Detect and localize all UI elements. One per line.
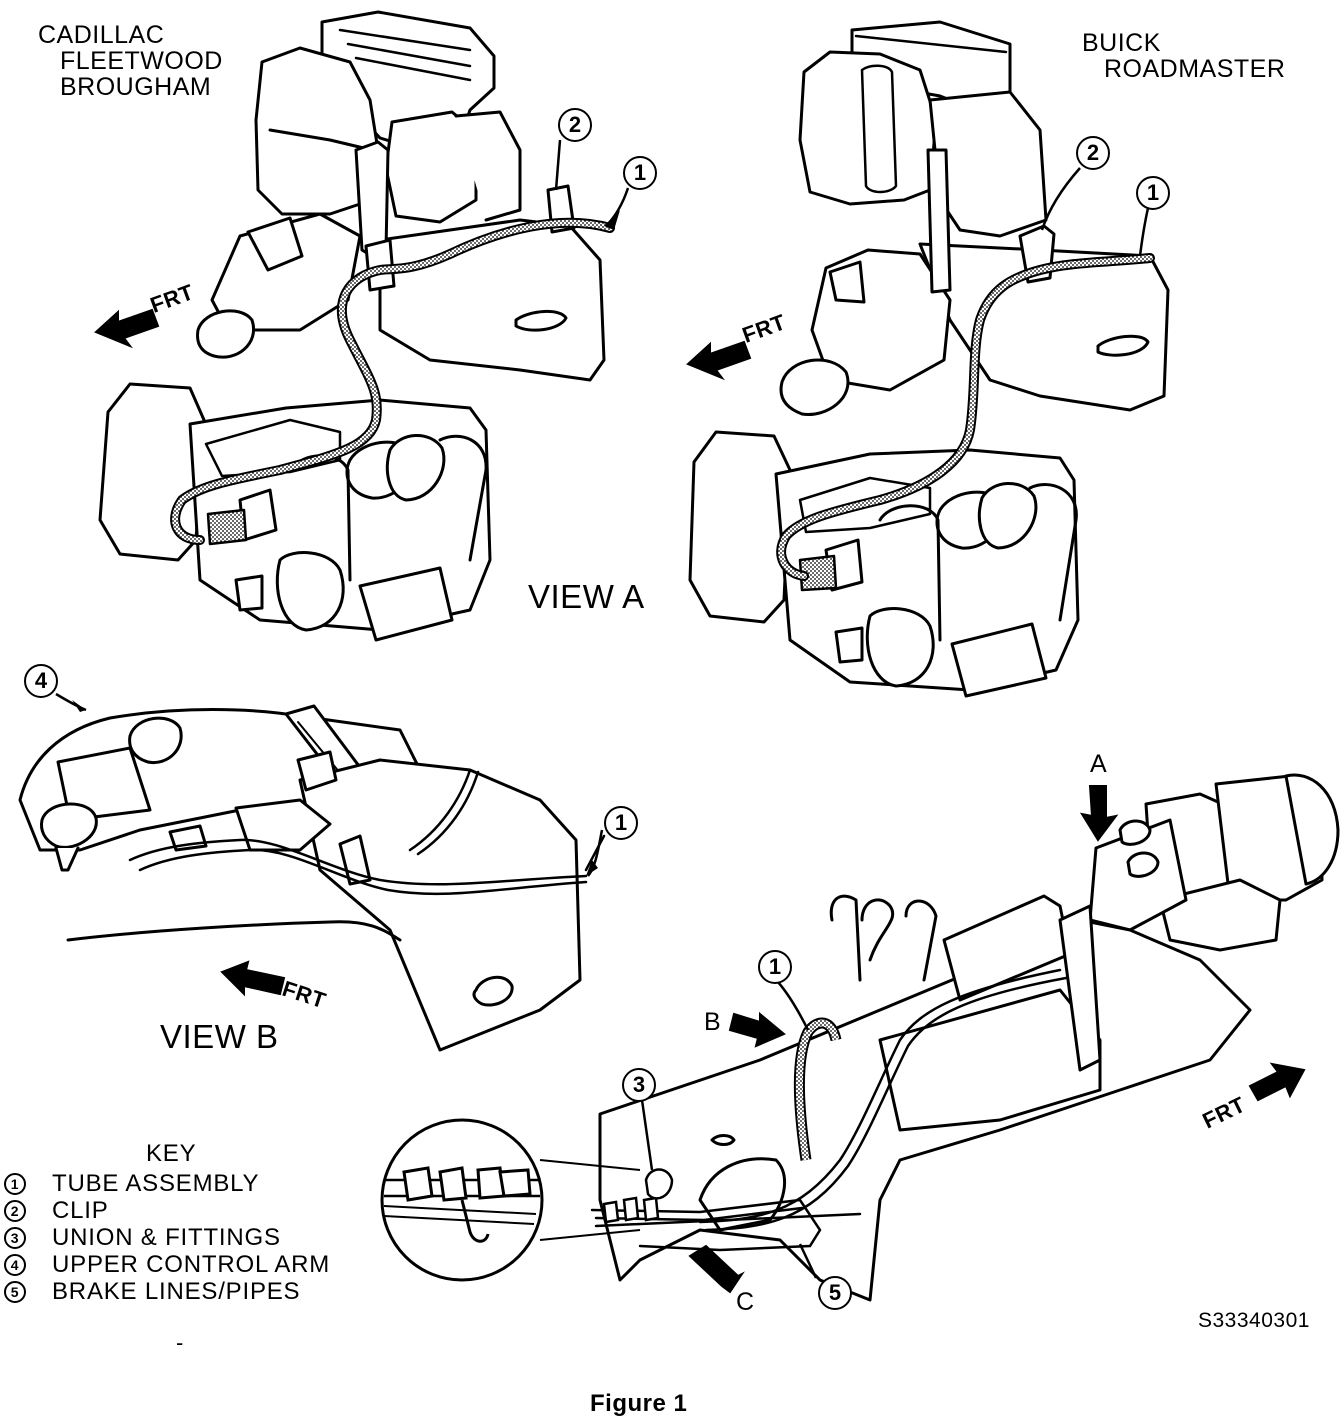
callout-2-cadillac: 2 xyxy=(558,108,592,142)
key-label: UNION & FITTINGS xyxy=(52,1223,281,1251)
callout-1-chassis: 1 xyxy=(758,950,792,984)
drawing-code: S33340301 xyxy=(1198,1309,1310,1332)
chassis-tube-assembly xyxy=(793,1017,842,1161)
key-label: TUBE ASSEMBLY xyxy=(52,1169,260,1197)
key-row: 1 TUBE ASSEMBLY xyxy=(4,1170,330,1197)
key-number-badge: 5 xyxy=(4,1280,26,1303)
title-cadillac-line2: FLEETWOOD xyxy=(60,47,223,75)
title-buick: BUICK ROADMASTER xyxy=(1082,30,1285,82)
detail-magnifier xyxy=(380,1118,641,1282)
key-label: BRAKE LINES/PIPES xyxy=(52,1277,301,1305)
title-cadillac-line1: CADILLAC xyxy=(38,21,165,49)
view-b-tubes xyxy=(128,768,606,896)
title-buick-line2: ROADMASTER xyxy=(1104,55,1286,83)
figure-caption: Figure 1 xyxy=(590,1390,688,1417)
arrow-c-label: C xyxy=(736,1288,755,1316)
view-a-label: VIEW A xyxy=(528,578,645,615)
callout-1-cadillac: 1 xyxy=(623,156,657,190)
cadillac-assembly xyxy=(98,10,615,642)
key-legend: KEY 1 TUBE ASSEMBLY 2 CLIP 3 UNION & FIT… xyxy=(4,1140,330,1305)
arrow-a-icon xyxy=(1079,785,1119,842)
key-label: CLIP xyxy=(52,1196,109,1224)
callout-2-buick: 2 xyxy=(1076,136,1110,170)
key-number-badge: 2 xyxy=(4,1199,26,1222)
buick-assembly xyxy=(688,20,1170,698)
key-number-badge: 3 xyxy=(4,1226,26,1249)
frt-arrow-topleft xyxy=(94,308,160,349)
key-row: 2 CLIP xyxy=(4,1197,330,1224)
view-b-drawing xyxy=(18,704,582,1052)
buick-leaders xyxy=(1040,167,1150,257)
key-label: UPPER CONTROL ARM xyxy=(52,1250,331,1278)
key-row: 5 BRAKE LINES/PIPES xyxy=(4,1278,330,1305)
frt-arrow-topright xyxy=(686,340,752,381)
callout-4-viewb: 4 xyxy=(24,664,58,698)
frt-arrow-viewb xyxy=(220,960,286,997)
callout-5-chassis: 5 xyxy=(818,1276,852,1310)
stray-mark: - xyxy=(176,1330,184,1355)
key-number-badge: 1 xyxy=(4,1172,26,1195)
title-cadillac-line3: BROUGHAM xyxy=(60,73,212,101)
callout-1-viewb: 1 xyxy=(604,806,638,840)
title-cadillac: CADILLAC FLEETWOOD BROUGHAM xyxy=(38,22,223,100)
callout-1-buick: 1 xyxy=(1136,176,1170,210)
callout-3-chassis: 3 xyxy=(622,1068,656,1102)
view-b-label: VIEW B xyxy=(160,1018,279,1055)
arrow-a-label: A xyxy=(1090,750,1108,778)
title-buick-line1: BUICK xyxy=(1082,29,1161,57)
key-title: KEY xyxy=(146,1140,197,1167)
chassis-unions xyxy=(602,1168,674,1224)
key-row: 3 UNION & FITTINGS xyxy=(4,1224,330,1251)
key-row: 4 UPPER CONTROL ARM xyxy=(4,1251,330,1278)
frt-arrow-chassis xyxy=(1248,1062,1306,1102)
arrow-b-icon xyxy=(728,1011,786,1048)
callout-leader-arrowheads xyxy=(72,210,620,876)
arrow-c-icon xyxy=(688,1244,745,1294)
key-number-badge: 4 xyxy=(4,1253,26,1276)
arrow-b-label: B xyxy=(704,1008,722,1036)
